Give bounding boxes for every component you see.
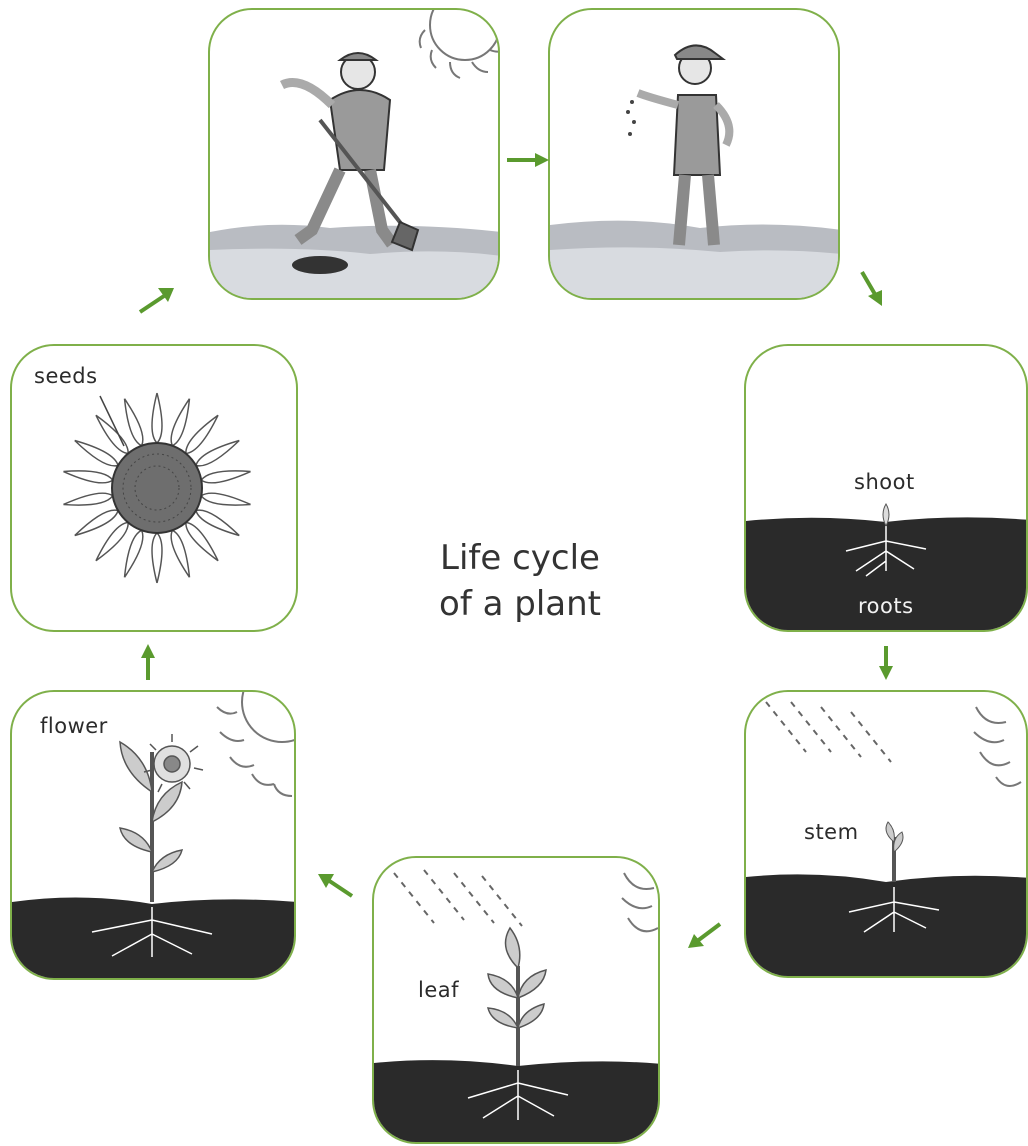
panel-flower: flower xyxy=(10,690,296,980)
stem-illustration xyxy=(746,692,1028,978)
label-shoot: shoot xyxy=(854,470,915,494)
title-line-2: of a plant xyxy=(380,581,660,627)
label-leaf: leaf xyxy=(418,978,459,1002)
sun-icon xyxy=(420,10,500,78)
panel-leaf: leaf xyxy=(372,856,660,1144)
label-stem: stem xyxy=(804,820,859,844)
arrow-shoot-to-stem xyxy=(876,644,896,684)
leaf-illustration xyxy=(374,858,660,1144)
arrow-flower-to-seeds xyxy=(138,642,158,682)
sun-icon xyxy=(217,692,296,796)
title-line-1: Life cycle xyxy=(380,535,660,581)
arrow-stem-to-leaf xyxy=(684,920,724,950)
sun-icon xyxy=(622,873,658,931)
arrow-sowing-to-shoot xyxy=(858,270,888,310)
label-roots: roots xyxy=(858,594,914,618)
arrow-seeds-to-digging xyxy=(136,286,176,316)
diagram-title: Life cycle of a plant xyxy=(380,535,660,627)
sun-icon xyxy=(974,707,1021,786)
arrow-digging-to-sowing xyxy=(505,150,551,170)
sowing-illustration xyxy=(550,10,840,300)
rain-icon xyxy=(766,702,891,762)
panel-sowing xyxy=(548,8,840,300)
panel-seeds: seeds xyxy=(10,344,298,632)
panel-shoot: shoot roots xyxy=(744,344,1028,632)
rain-icon xyxy=(394,870,522,926)
arrow-leaf-to-flower xyxy=(316,870,356,900)
label-seeds: seeds xyxy=(34,364,98,388)
falling-seeds xyxy=(626,100,636,136)
panel-digging xyxy=(208,8,500,300)
sunflower-illustration xyxy=(12,346,298,632)
digging-illustration xyxy=(210,10,500,300)
panel-stem: stem xyxy=(744,690,1028,978)
label-flower: flower xyxy=(40,714,108,738)
